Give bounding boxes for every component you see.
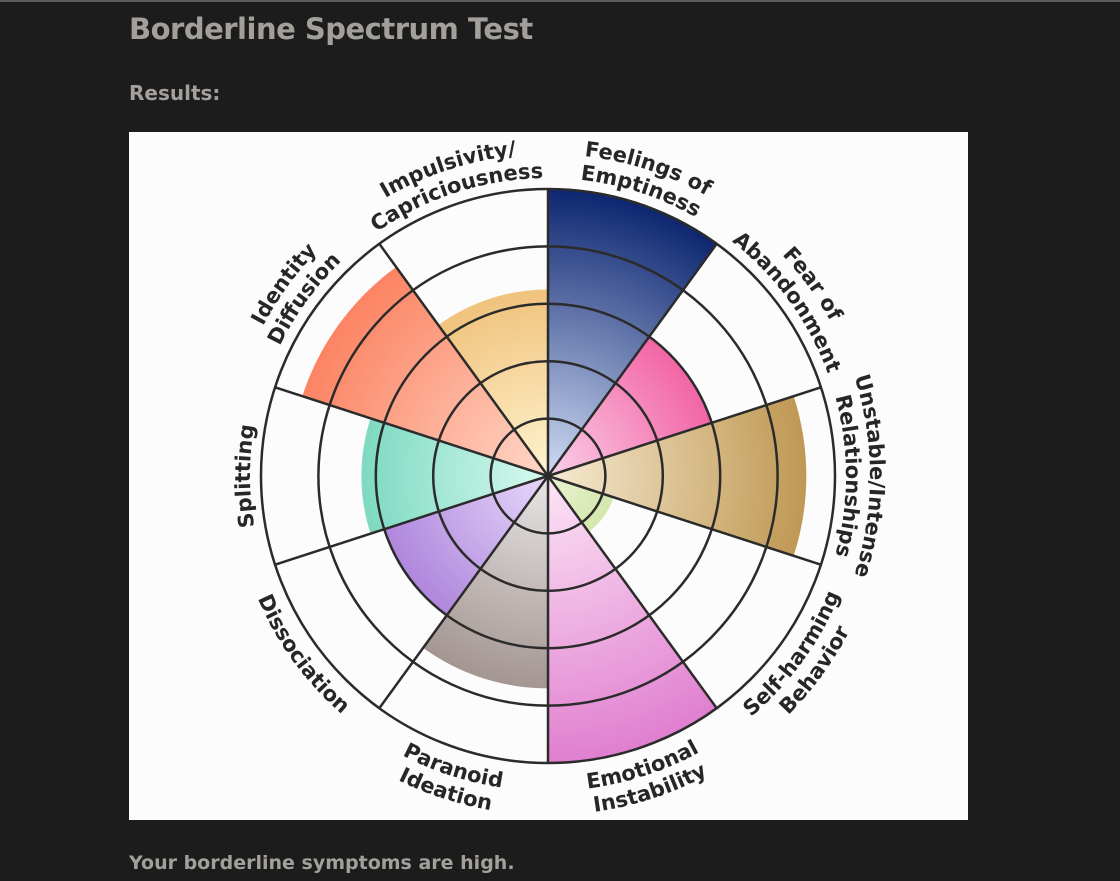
grid-spoke [547,386,822,478]
results-label: Results: [129,81,221,105]
result-summary: Your borderline symptoms are high. [129,852,515,874]
sector-unstable-intense-relationships [548,396,807,556]
sector-splitting [361,418,548,534]
sector-dissociation [384,476,548,616]
grid-spoke [274,474,549,566]
sector-emotional-instability [548,476,717,763]
sector-impulsivity-capriciousness [438,289,548,476]
grid-spoke [546,243,718,477]
grid-spoke [378,475,550,709]
grid-spoke [546,475,718,709]
category-label: Dissociation [253,591,355,718]
grid-spoke [378,243,550,477]
sector-feelings-of-emptiness [548,189,717,476]
category-label: Splitting [231,423,259,530]
page-title: Borderline Spectrum Test [129,12,533,46]
sector-fear-of-abandonment [548,336,712,476]
sector-identity-diffusion [302,267,548,476]
grid-spoke [274,386,549,478]
top-border [0,0,1120,2]
sector-self-harming-behavior [548,476,614,532]
sector-paranoid-ideation [423,476,548,689]
grid-spoke [547,474,822,566]
